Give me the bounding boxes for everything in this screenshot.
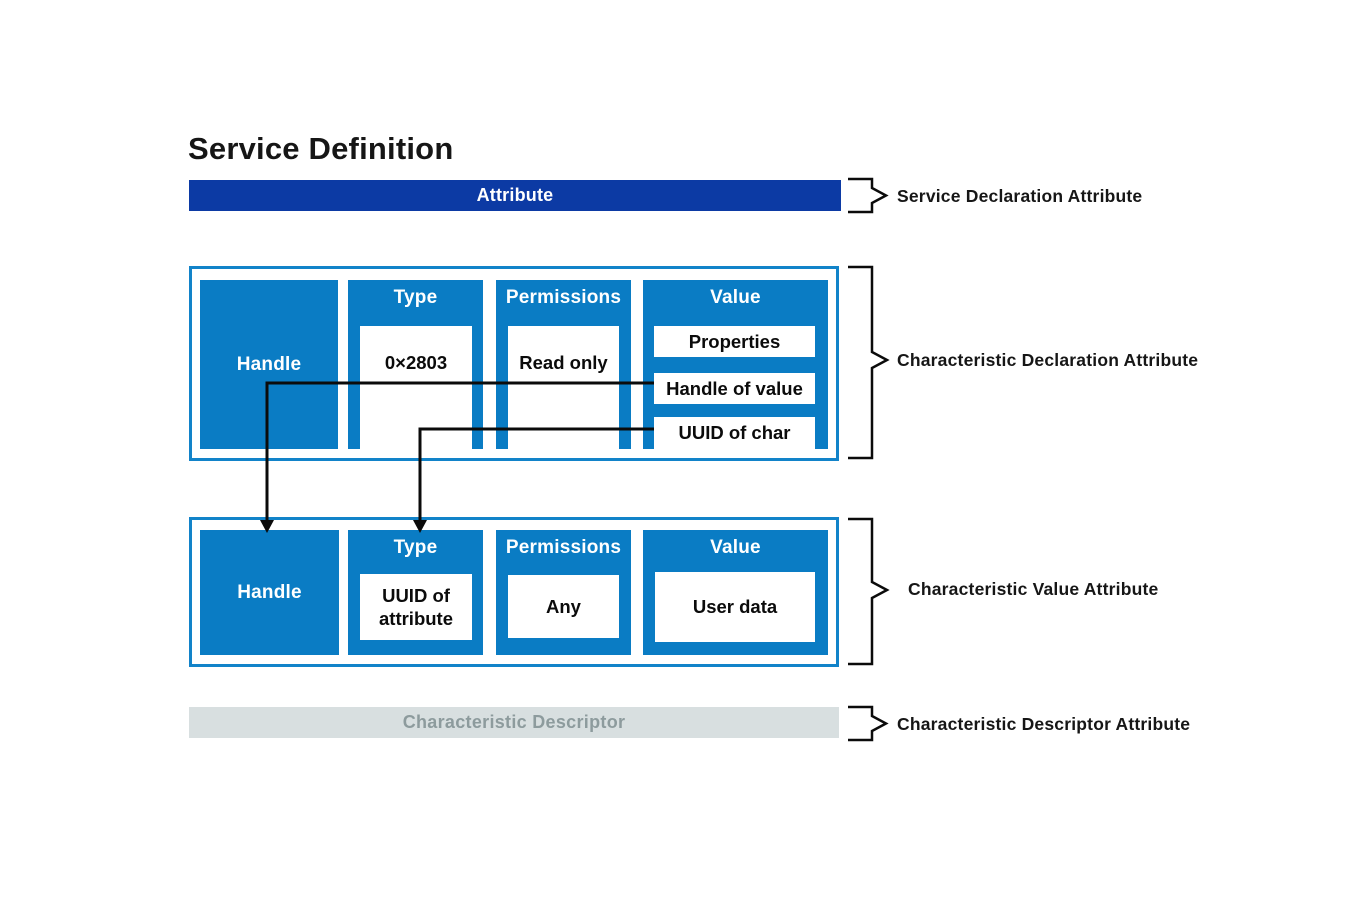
- characteristic-value-box: Handle Type UUID of attribute Permission…: [189, 517, 839, 667]
- value-value-cell: User data: [655, 572, 815, 642]
- decl-permissions-value: Read only: [508, 326, 619, 450]
- decl-value-item-handle-of-value: Handle of value: [654, 373, 815, 404]
- value-permissions-value: Any: [508, 575, 619, 638]
- decl-value-item-properties: Properties: [654, 326, 815, 357]
- decl-value-item-uuid-of-char: UUID of char: [654, 417, 815, 449]
- decl-value-column: Value Properties Handle of value UUID of…: [643, 280, 828, 449]
- decl-permissions-column: Permissions Read only: [496, 280, 631, 450]
- value-permissions-header: Permissions: [505, 537, 622, 558]
- value-type-column: Type UUID of attribute: [348, 530, 483, 655]
- characteristic-declaration-label: Characteristic Declaration Attribute: [897, 350, 1199, 370]
- page-title: Service Definition: [188, 131, 454, 166]
- service-declaration-bar-label: Attribute: [476, 185, 554, 205]
- value-value-header: Value: [710, 537, 761, 558]
- service-declaration-bar: Attribute: [189, 180, 841, 211]
- decl-type-column: Type 0×2803: [348, 280, 483, 450]
- decl-value-header: Value: [710, 287, 761, 308]
- value-type-header: Type: [393, 537, 438, 558]
- characteristic-declaration-box: Handle Type 0×2803 Permissions Read only…: [189, 266, 839, 461]
- value-value-column: Value User data: [643, 530, 828, 655]
- characteristic-value-bracket-icon: [848, 517, 890, 666]
- service-declaration-label: Service Declaration Attribute: [897, 186, 1143, 206]
- decl-type-header: Type: [393, 287, 438, 308]
- characteristic-descriptor-bracket-icon: [848, 705, 889, 742]
- service-declaration-bracket-icon: [848, 177, 889, 214]
- decl-handle-cell: Handle: [200, 280, 338, 449]
- characteristic-value-label: Characteristic Value Attribute: [908, 579, 1159, 599]
- decl-permissions-header: Permissions: [505, 287, 622, 308]
- value-type-value: UUID of attribute: [360, 574, 472, 640]
- characteristic-descriptor-bar: Characteristic Descriptor: [189, 707, 839, 738]
- characteristic-descriptor-label: Characteristic Descriptor Attribute: [897, 714, 1191, 734]
- decl-type-value: 0×2803: [360, 326, 472, 450]
- characteristic-descriptor-bar-label: Characteristic Descriptor: [402, 712, 626, 732]
- characteristic-declaration-bracket-icon: [848, 265, 890, 460]
- value-permissions-column: Permissions Any: [496, 530, 631, 655]
- value-handle-cell: Handle: [200, 530, 339, 655]
